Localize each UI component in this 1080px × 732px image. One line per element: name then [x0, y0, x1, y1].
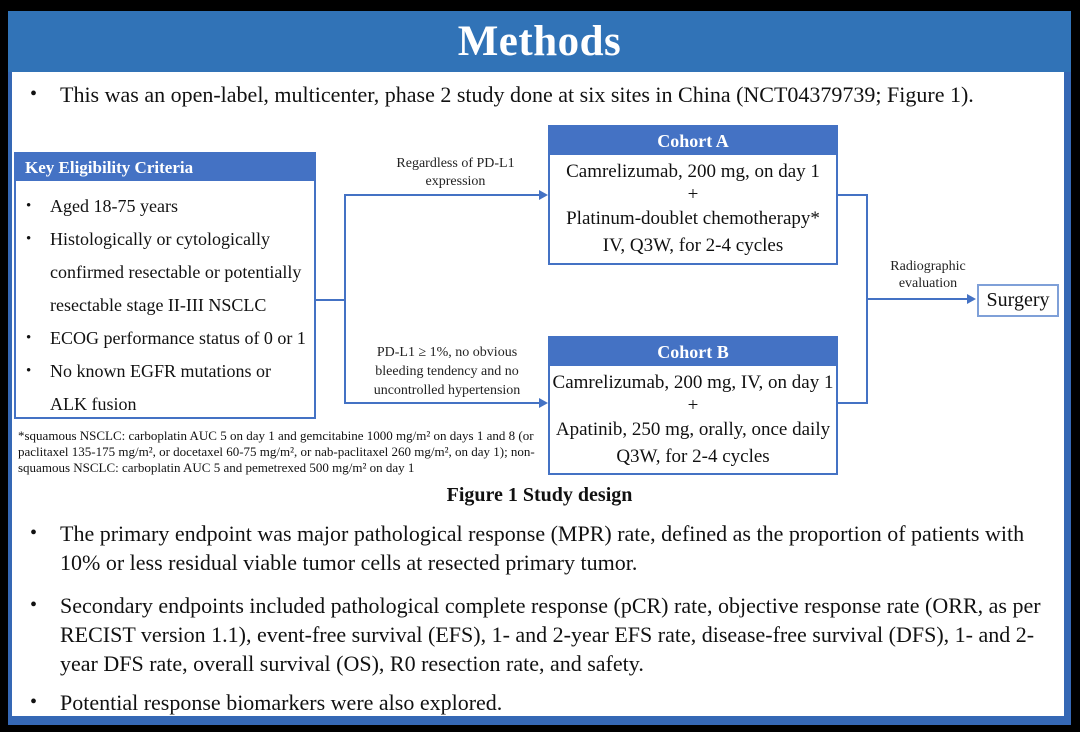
- bullet-marker: •: [30, 522, 38, 544]
- eligibility-item-text: No known EGFR mutations or ALK fusion: [50, 361, 272, 414]
- plus-sign: +: [687, 395, 699, 416]
- arrowhead-cohort-a: [539, 190, 548, 200]
- surgery-label: Surgery: [986, 289, 1050, 311]
- bullet-marker: •: [30, 691, 38, 713]
- bullet-marker: •: [30, 594, 38, 616]
- secondary-endpoint-bullet: • Secondary endpoints included pathologi…: [30, 591, 1045, 678]
- flow-line-to-cohort-a: [344, 194, 539, 196]
- branch-label-top: Regardless of PD-L1 expression: [396, 156, 515, 189]
- cohort-a-box: Cohort A Camrelizumab, 200 mg, on day 1 …: [548, 125, 838, 265]
- branch-label-bottom: PD-L1 ≥ 1%, no obvious bleeding tendency…: [373, 345, 521, 398]
- intro-bullet: • This was an open-label, multicenter, p…: [30, 80, 1045, 109]
- cohort-b-body: Camrelizumab, 200 mg, IV, on day 1 + Apa…: [550, 366, 836, 470]
- flow-line-cohort-a-out: [838, 194, 868, 196]
- plus-sign: +: [687, 184, 699, 205]
- cohort-a-header: Cohort A: [550, 127, 836, 155]
- footnote: *squamous NSCLC: carboplatin AUC 5 on da…: [18, 428, 535, 475]
- biomarkers-text: Potential response biomarkers were also …: [60, 690, 503, 715]
- radiographic-evaluation-label: Radiographic evaluation: [890, 259, 966, 291]
- bullet-marker: •: [26, 330, 32, 346]
- cohort-a-line: Platinum-doublet chemotherapy*: [566, 208, 820, 229]
- flow-line-cohort-b-out: [838, 402, 868, 404]
- eligibility-item-text: Histologically or cytologically confirme…: [50, 229, 302, 315]
- arrowhead-cohort-b: [539, 398, 548, 408]
- eligibility-item: • Histologically or cytologically confir…: [26, 223, 308, 322]
- flow-line-to-surgery: [866, 298, 967, 300]
- eligibility-header: Key Eligibility Criteria: [16, 154, 314, 181]
- biomarkers-bullet: • Potential response biomarkers were als…: [30, 688, 1045, 717]
- eligibility-item: • No known EGFR mutations or ALK fusion: [26, 355, 308, 421]
- flow-line-to-cohort-b: [344, 402, 539, 404]
- bullet-marker: •: [30, 83, 38, 105]
- title-band: Methods: [8, 11, 1071, 72]
- bullet-marker: •: [26, 231, 32, 247]
- flow-line-eligibility-out: [315, 299, 345, 301]
- cohort-b-line: Camrelizumab, 200 mg, IV, on day 1: [552, 372, 834, 393]
- bullet-marker: •: [26, 198, 32, 214]
- surgery-box: Surgery: [977, 284, 1059, 317]
- cohort-a-line: Camrelizumab, 200 mg, on day 1: [566, 161, 820, 182]
- cohort-a-body: Camrelizumab, 200 mg, on day 1 + Platinu…: [550, 155, 836, 259]
- arrowhead-surgery: [967, 294, 976, 304]
- bullet-marker: •: [26, 363, 32, 379]
- intro-bullet-text: This was an open-label, multicenter, pha…: [60, 82, 974, 107]
- eligibility-list: • Aged 18-75 years • Histologically or c…: [16, 181, 314, 421]
- eligibility-item: • ECOG performance status of 0 or 1: [26, 322, 308, 355]
- eligibility-item-text: ECOG performance status of 0 or 1: [50, 328, 306, 348]
- cohort-b-line: Apatinib, 250 mg, orally, once daily: [555, 419, 831, 440]
- figure-caption: Figure 1 Study design: [446, 484, 633, 506]
- eligibility-box: Key Eligibility Criteria • Aged 18-75 ye…: [14, 152, 316, 419]
- eligibility-item-text: Aged 18-75 years: [50, 196, 178, 216]
- flow-line-split-vertical: [344, 194, 346, 404]
- cohort-b-line: Q3W, for 2-4 cycles: [616, 446, 770, 467]
- cohort-b-header: Cohort B: [550, 338, 836, 366]
- eligibility-item: • Aged 18-75 years: [26, 190, 308, 223]
- cohort-a-line: IV, Q3W, for 2-4 cycles: [602, 235, 784, 256]
- primary-endpoint-bullet: • The primary endpoint was major patholo…: [30, 519, 1045, 577]
- secondary-endpoint-text: Secondary endpoints included pathologica…: [60, 593, 1041, 676]
- primary-endpoint-text: The primary endpoint was major pathologi…: [60, 521, 1025, 575]
- page-title: Methods: [457, 18, 622, 65]
- cohort-b-box: Cohort B Camrelizumab, 200 mg, IV, on da…: [548, 336, 838, 475]
